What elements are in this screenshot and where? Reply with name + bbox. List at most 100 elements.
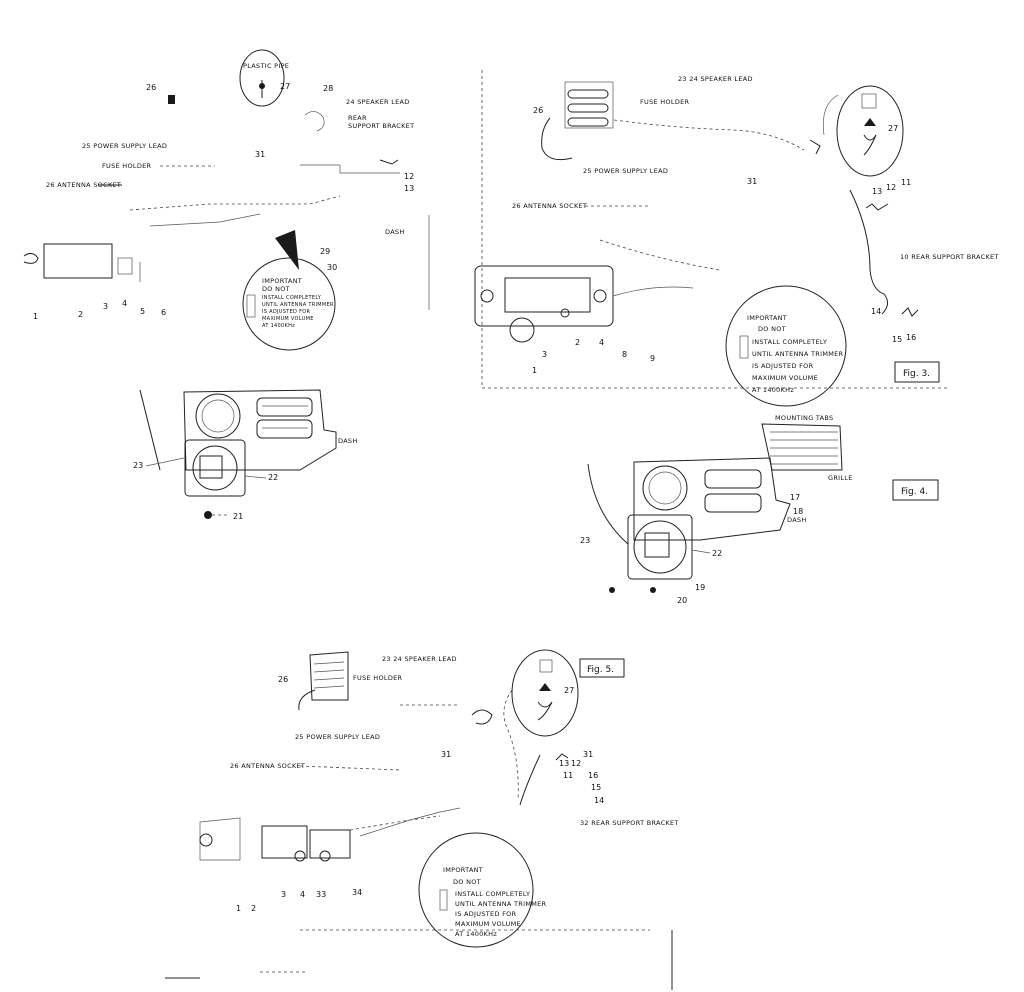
fig3-rear-bracket-label: 10 REAR SUPPORT BRACKET xyxy=(900,253,999,261)
fig5-callout-14: 14 xyxy=(594,796,604,805)
callout-13: 13 xyxy=(404,184,414,193)
do-not-text: DO NOT xyxy=(262,285,290,293)
fig3-do-not-text: DO NOT xyxy=(758,325,786,333)
figure-3: 23 24 SPEAKER LEAD FUSE HOLDER 26 27 25 … xyxy=(474,70,999,407)
fig3-callout-27: 27 xyxy=(888,124,898,133)
fig3-callout-3: 2 xyxy=(575,338,580,347)
fig5-caption: Fig. 5. xyxy=(587,665,614,675)
speaker1-callout-23: 23 xyxy=(133,461,143,470)
rear-bracket-label-1: REAR xyxy=(348,114,367,122)
fig4-caption-box xyxy=(892,479,939,501)
fig5-important-heading: IMPORTANT xyxy=(443,866,483,874)
callout-5: 5 xyxy=(140,307,145,316)
figure-5: 23 24 SPEAKER LEAD 26 FUSE HOLDER 27 Fig… xyxy=(165,649,679,990)
panel-1: PLASTIC PIPE 27 26 28 24 SPEAKER LEAD RE… xyxy=(23,49,430,351)
callout-31: 31 xyxy=(255,150,265,159)
antenna-socket-label: 26 ANTENNA SOCKET xyxy=(46,181,121,189)
fig5-fuse-block xyxy=(309,651,349,701)
fig3-radio xyxy=(474,265,614,343)
fig5-note-line-5: AT 1400KHz xyxy=(455,930,497,938)
fig5-callout-27: 27 xyxy=(564,686,574,695)
fig5-callout-3: 3 xyxy=(281,890,286,899)
speaker1-dash-label: DASH xyxy=(338,437,358,445)
note-line-5: AT 1400KHz xyxy=(262,323,295,329)
fig5-antenna-socket-label: 26 ANTENNA SOCKET xyxy=(230,762,305,770)
callout-6: 6 xyxy=(161,308,166,317)
fuse-holder-block xyxy=(564,81,614,129)
callout-28: 28 xyxy=(323,84,333,93)
fig5-fuse-holder-label: FUSE HOLDER xyxy=(353,674,403,682)
fig5-rear-bracket-label: 32 REAR SUPPORT BRACKET xyxy=(580,819,679,827)
note-line-3: IS ADJUSTED FOR xyxy=(262,309,310,315)
fig5-radio xyxy=(199,807,461,862)
fig3-callout-1: 1 xyxy=(532,366,537,375)
fig3-power-supply-label: 25 POWER SUPPLY LEAD xyxy=(583,167,668,175)
callout-27: 27 xyxy=(280,82,290,91)
fig5-note-line-4: MAXIMUM VOLUME xyxy=(455,920,521,928)
fig5-callout-1: 1 xyxy=(236,904,241,913)
fig3-note-line-5: AT 1400KHz xyxy=(752,386,794,394)
fig3-note-line-2: UNTIL ANTENNA TRIMMER xyxy=(752,350,844,358)
fig3-callout-15: 15 xyxy=(892,335,902,344)
fig4-callout-22: 22 xyxy=(712,549,722,558)
fig5-callout-31: 31 xyxy=(441,750,451,759)
figure-4: MOUNTING TABS GRILLE 17 18 DASH 23 22 19… xyxy=(580,414,939,605)
callout-4: 4 xyxy=(122,299,127,308)
fig5-callout-15: 15 xyxy=(591,783,601,792)
fig3-note-line-1: INSTALL COMPLETELY xyxy=(752,338,827,346)
callout-26: 26 xyxy=(146,83,156,92)
fig3-callout-8: 8 xyxy=(622,350,627,359)
fig3-important-heading: IMPORTANT xyxy=(747,314,787,322)
fig5-note-line-3: IS ADJUSTED FOR xyxy=(455,910,517,918)
fig3-callout-14: 14 xyxy=(871,307,881,316)
fig3-note-line-4: MAXIMUM VOLUME xyxy=(752,374,818,382)
speaker-lead-label: 24 SPEAKER LEAD xyxy=(346,98,410,106)
dash-label: DASH xyxy=(385,228,405,236)
fuse-holder-label: FUSE HOLDER xyxy=(102,162,152,170)
fig5-callout-13: 13 xyxy=(559,759,569,768)
fig3-callout-26: 26 xyxy=(533,106,543,115)
fig5-callout-31b: 31 xyxy=(583,750,593,759)
note-line-4: MAXIMUM VOLUME xyxy=(262,316,314,322)
fig5-callout-34: 34 xyxy=(352,888,362,897)
fig5-speaker-lead-label: 23 24 SPEAKER LEAD xyxy=(382,655,457,663)
fig3-speaker-lead-label: 23 24 SPEAKER LEAD xyxy=(678,75,753,83)
fig5-do-not-text: DO NOT xyxy=(453,878,481,886)
fig5-note-line-1: INSTALL COMPLETELY xyxy=(455,890,530,898)
fig3-callout-13: 13 xyxy=(872,187,882,196)
callout-2: 2 xyxy=(78,310,83,319)
fig4-dash-label: DASH xyxy=(787,516,807,524)
fig4-grille xyxy=(761,423,843,471)
callout-29: 29 xyxy=(320,247,330,256)
power-supply-label: 25 POWER SUPPLY LEAD xyxy=(82,142,167,150)
callout-30: 30 xyxy=(327,263,337,272)
fig3-fuse-holder-label: FUSE HOLDER xyxy=(640,98,690,106)
fig3-antenna-socket-label: 26 ANTENNA SOCKET xyxy=(512,202,587,210)
note-line-1: INSTALL COMPLETELY xyxy=(262,295,322,301)
fig5-callout-16: 16 xyxy=(588,771,598,780)
plastic-pipe-label: PLASTIC PIPE xyxy=(243,62,289,70)
callout-3: 3 xyxy=(103,302,108,311)
fig4-caption: Fig. 4. xyxy=(901,487,928,497)
fig5-callout-33: 33 xyxy=(316,890,326,899)
fig3-callout-31: 31 xyxy=(747,177,757,186)
fig3-callout-4: 4 xyxy=(599,338,604,347)
speaker1-callout-21: 21 xyxy=(233,512,243,521)
fig4-callout-19: 19 xyxy=(695,583,705,592)
speaker-panel-1: DASH 23 22 21 xyxy=(133,389,358,521)
fig5-caption-box xyxy=(579,658,625,678)
fig4-callout-17: 17 xyxy=(790,493,800,502)
fig4-callout-20: 20 xyxy=(677,596,687,605)
speaker1-callout-22: 22 xyxy=(268,473,278,482)
fig4-mounting-tabs-label: MOUNTING TABS xyxy=(775,414,833,422)
fig5-power-supply-label: 25 POWER SUPPLY LEAD xyxy=(295,733,380,741)
fig3-callout-12: 12 xyxy=(886,183,896,192)
fig3-callout-9: 9 xyxy=(650,354,655,363)
fig4-grille-label: GRILLE xyxy=(828,474,853,482)
rear-bracket-label-2: SUPPORT BRACKET xyxy=(348,122,414,130)
fig5-callout-4: 4 xyxy=(300,890,305,899)
fig3-callout-16: 16 xyxy=(906,333,916,342)
callout-12: 12 xyxy=(404,172,414,181)
fig5-note-line-2: UNTIL ANTENNA TRIMMER xyxy=(455,900,547,908)
